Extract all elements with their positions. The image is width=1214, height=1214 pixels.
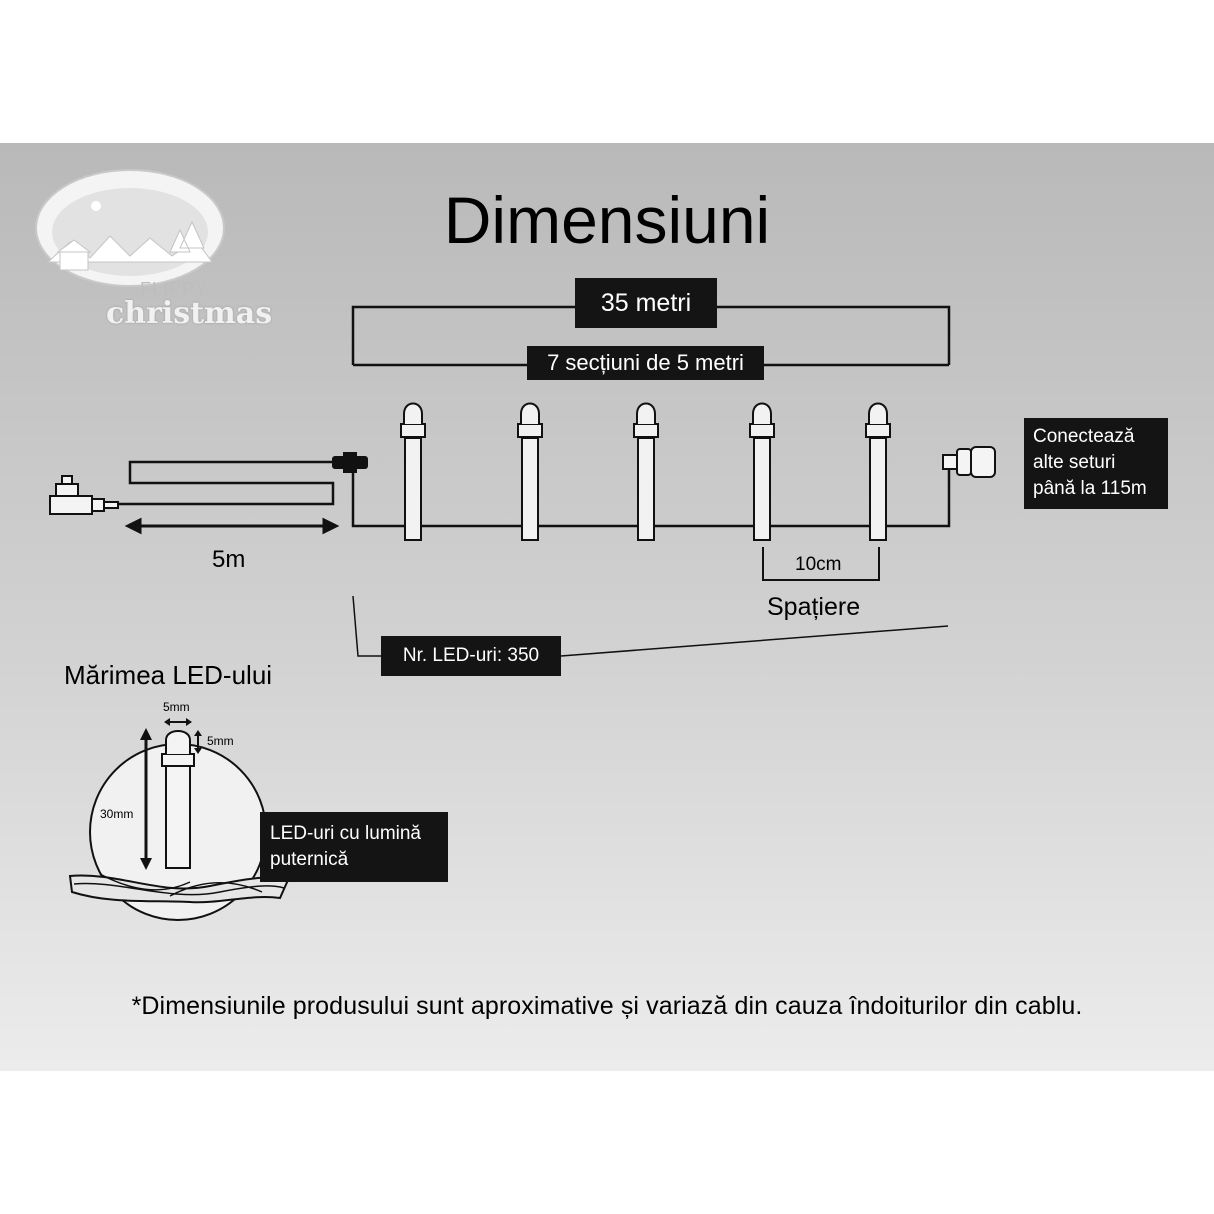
bright-led-label: LED-uri cu lumină puternică (260, 812, 448, 882)
led-count-label: Nr. LED-uri: 350 (381, 636, 561, 676)
led-bulb (749, 402, 775, 541)
connect-line-3: până la 115m (1033, 478, 1147, 499)
led-size-title: Mărimea LED-ului (64, 660, 273, 690)
led-bulb (400, 402, 426, 541)
led-count-leader (352, 595, 949, 657)
connect-label: Conectează alte seturi până la 115m (1024, 418, 1168, 509)
led-size-detail (68, 718, 290, 921)
led-bulb (633, 402, 659, 541)
connect-line-2: alte seturi (1033, 452, 1116, 473)
sections-label: 7 secțiuni de 5 metri (527, 346, 764, 380)
led-head-label: 5mm (207, 734, 234, 748)
spacing-value-label: 10cm (795, 554, 842, 575)
diagram-title: Dimensiuni (443, 183, 771, 257)
spacing-bracket (762, 547, 880, 581)
spacing-label: Spațiere (767, 593, 861, 621)
bright-line-1: LED-uri cu lumină (270, 823, 421, 844)
connect-line-1: Conectează (1033, 426, 1135, 447)
total-length-text: 35 metri (600, 288, 692, 317)
lead-length-label: 5m (212, 546, 246, 573)
led-bulbs (400, 402, 891, 541)
logo-line-flippy: FLIPPY (140, 279, 209, 299)
footnote: *Dimensiunile produsului sunt aproximati… (131, 992, 1083, 1020)
total-length-label: 35 metri (575, 278, 717, 328)
led-count-text: Nr. LED-uri: 350 (402, 645, 540, 666)
led-width-label: 5mm (163, 700, 190, 714)
logo-line-christmas: christmas (106, 296, 273, 331)
end-connector (942, 446, 996, 478)
sections-text: 7 secțiuni de 5 metri (547, 350, 744, 375)
led-bulb (517, 402, 543, 541)
power-adapter (49, 475, 119, 515)
lead-cable (118, 460, 335, 506)
bright-line-2: puternică (270, 849, 349, 870)
led-height-label: 30mm (100, 807, 134, 821)
lead-length-arrow (124, 517, 340, 535)
led-bulb (865, 402, 891, 541)
